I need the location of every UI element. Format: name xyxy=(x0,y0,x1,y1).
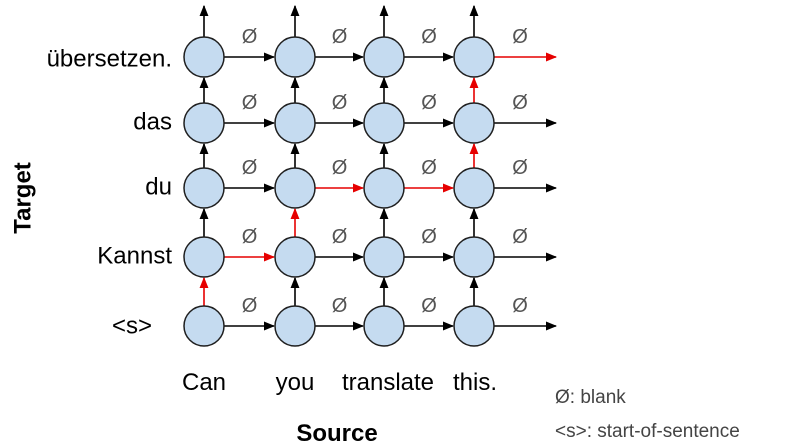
blank-symbol: Ø xyxy=(421,295,437,317)
lattice-node xyxy=(453,102,495,144)
blank-symbol: Ø xyxy=(332,226,348,248)
row-label-du: du xyxy=(145,173,172,200)
lattice-node xyxy=(183,305,225,347)
lattice-edges xyxy=(199,4,558,331)
blank-symbol: Ø xyxy=(421,26,437,48)
blank-symbol: Ø xyxy=(512,26,528,48)
legend-blank: Ø: blank xyxy=(555,387,626,408)
lattice-node xyxy=(453,36,495,78)
blank-symbol: Ø xyxy=(242,295,258,317)
blank-symbol: Ø xyxy=(421,157,437,179)
lattice-node xyxy=(274,305,316,347)
row-label-start-of-sentence: <s> xyxy=(112,312,152,339)
blank-symbol: Ø xyxy=(242,26,258,48)
lattice-node xyxy=(183,102,225,144)
col-label-can: Can xyxy=(182,369,226,396)
col-label-you: you xyxy=(276,369,315,396)
blank-symbol: Ø xyxy=(332,295,348,317)
lattice-node xyxy=(183,167,225,209)
lattice-node xyxy=(363,36,405,78)
lattice-node xyxy=(453,236,495,278)
lattice-node xyxy=(363,102,405,144)
lattice-node xyxy=(274,167,316,209)
target-token-labels: übersetzen. das du Kannst <s> xyxy=(47,45,173,339)
row-label-ubersetzen: übersetzen. xyxy=(47,45,172,72)
blank-symbol: Ø xyxy=(512,157,528,179)
lattice-node xyxy=(274,102,316,144)
row-label-kannst: Kannst xyxy=(97,242,172,269)
lattice-node xyxy=(453,305,495,347)
col-label-translate: translate xyxy=(342,369,434,396)
row-label-das: das xyxy=(133,108,172,135)
blank-symbol: Ø xyxy=(421,92,437,114)
lattice-node xyxy=(363,236,405,278)
lattice-node xyxy=(274,236,316,278)
blank-symbol: Ø xyxy=(332,92,348,114)
lattice-node xyxy=(363,167,405,209)
blank-symbols: Ø Ø Ø Ø Ø Ø Ø Ø Ø Ø Ø Ø Ø Ø Ø Ø Ø Ø Ø Ø xyxy=(242,26,528,317)
blank-symbol: Ø xyxy=(421,226,437,248)
blank-symbol: Ø xyxy=(332,26,348,48)
blank-symbol: Ø xyxy=(512,226,528,248)
blank-symbol: Ø xyxy=(242,157,258,179)
blank-symbol: Ø xyxy=(512,295,528,317)
lattice-node xyxy=(274,36,316,78)
blank-symbol: Ø xyxy=(512,92,528,114)
legend-start-of-sentence: <s>: start-of-sentence xyxy=(555,421,740,442)
lattice-nodes xyxy=(183,36,495,347)
blank-symbol: Ø xyxy=(242,92,258,114)
lattice-node xyxy=(183,236,225,278)
lattice-node xyxy=(363,305,405,347)
blank-symbol: Ø xyxy=(332,157,348,179)
source-axis-title: Source xyxy=(296,420,377,447)
col-label-this: this. xyxy=(453,369,497,396)
source-token-labels: Can you translate this. xyxy=(182,369,497,396)
lattice-node xyxy=(453,167,495,209)
target-axis-title: Target xyxy=(9,162,36,234)
blank-symbol: Ø xyxy=(242,226,258,248)
lattice-node xyxy=(183,36,225,78)
